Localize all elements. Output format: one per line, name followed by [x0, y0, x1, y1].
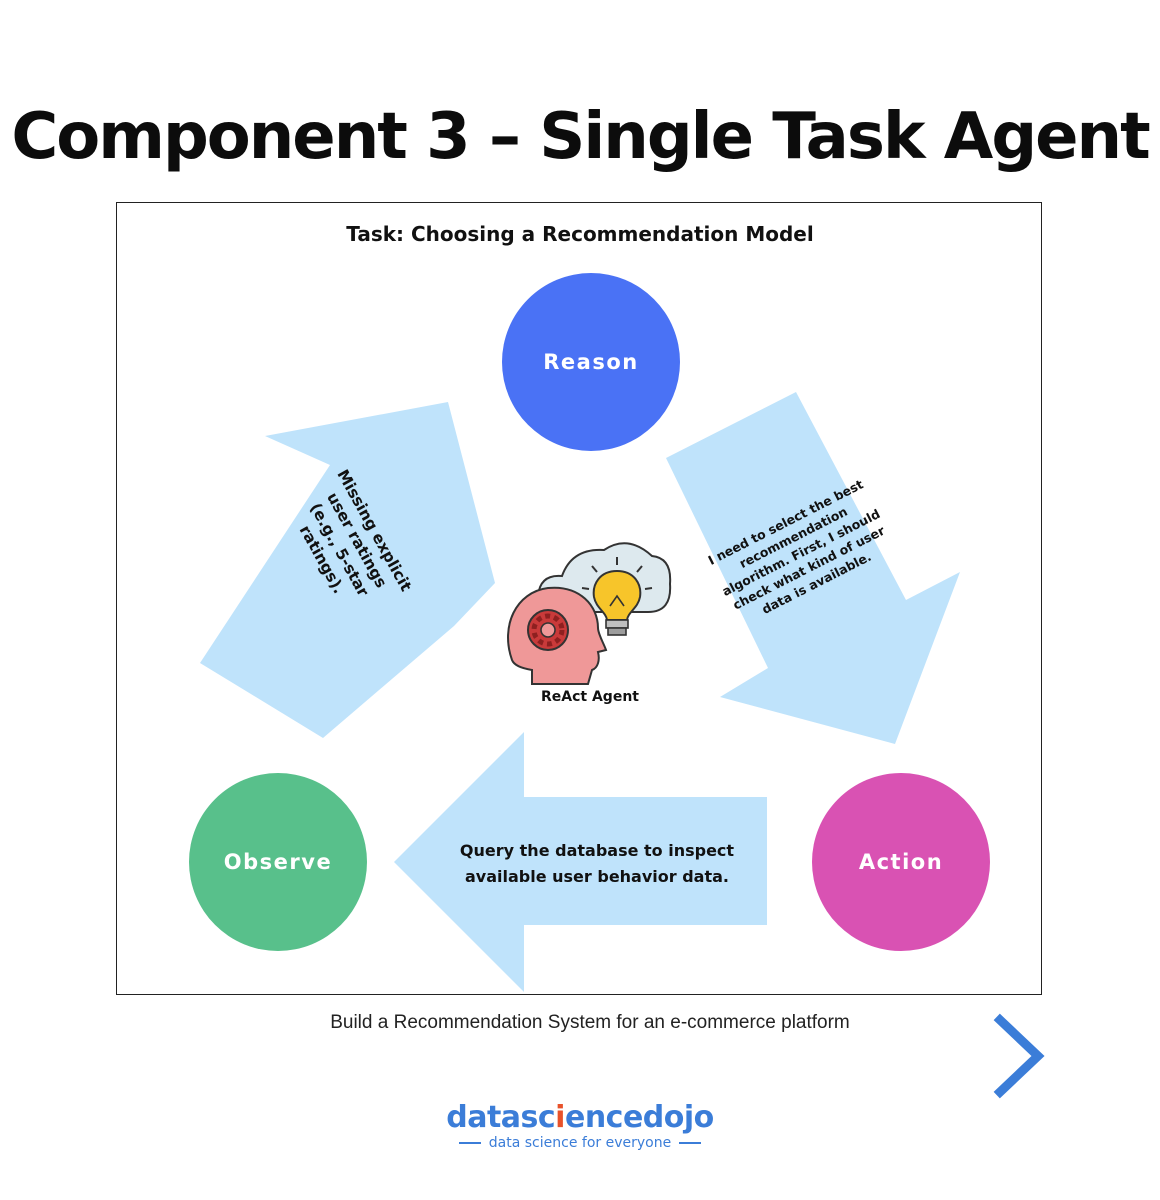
- arrow-observe-to-reason: [200, 402, 495, 738]
- brand-name-part-3: encedojo: [564, 1100, 714, 1135]
- node-reason: [502, 273, 680, 451]
- page-title: Component 3 – Single Task Agent: [11, 100, 1150, 174]
- tagline-text: data science for everyone: [488, 1135, 672, 1151]
- node-action-label: Action: [858, 850, 944, 874]
- lightbulb-icon: [581, 557, 653, 636]
- brand-name-part-1: datasc: [446, 1100, 556, 1135]
- brand-logo: datasciencedojo data science for everyon…: [380, 1100, 780, 1151]
- brand-name-part-2: i: [555, 1100, 565, 1135]
- react-agent-icon: [507, 542, 672, 685]
- chevron-right-icon[interactable]: [990, 1012, 1050, 1102]
- arrow-action-to-observe: [394, 732, 767, 992]
- footer-caption: Build a Recommendation System for an e-c…: [330, 1012, 850, 1033]
- node-action: [812, 773, 990, 951]
- arrow-reason-to-action: [666, 392, 960, 744]
- task-title: Task: Choosing a Recommendation Model: [346, 222, 814, 246]
- arrow-text-action-to-observe: Query the database to inspect available …: [459, 841, 735, 886]
- tagline-dash-right: [679, 1142, 702, 1144]
- brand-name: datasciencedojo: [380, 1100, 780, 1135]
- brand-tagline: data science for everyone: [380, 1135, 780, 1151]
- node-observe: [189, 773, 367, 951]
- tagline-dash-left: [458, 1142, 481, 1144]
- node-reason-label: Reason: [543, 350, 639, 374]
- cycle-diagram: [189, 273, 990, 992]
- node-observe-label: Observe: [223, 850, 333, 874]
- head-gear-icon: [507, 586, 608, 685]
- react-agent-label: ReAct Agent: [541, 689, 639, 705]
